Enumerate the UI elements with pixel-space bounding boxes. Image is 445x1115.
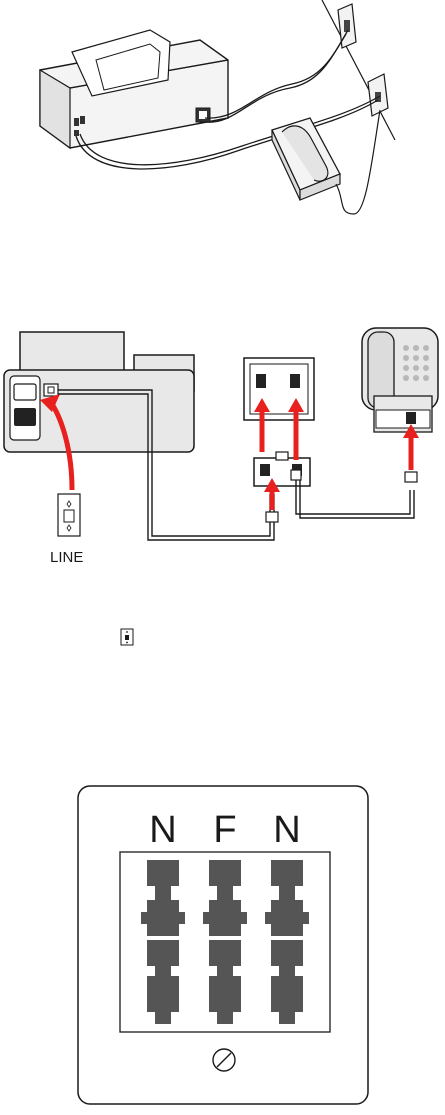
screw-icon <box>213 1049 235 1071</box>
tae-wall-socket-diagram: N F N <box>0 780 445 1115</box>
telephone-device <box>272 118 340 200</box>
wall-line-socket <box>58 494 80 536</box>
printer-device <box>40 30 228 148</box>
dual-wall-jack <box>244 358 314 420</box>
wall-socket-icon <box>120 628 134 646</box>
port-label-f: F <box>213 809 236 851</box>
telephone-device <box>362 328 438 432</box>
port-slot-n-right <box>265 860 309 1024</box>
line-splitter <box>254 452 310 486</box>
lower-wall-jack <box>368 74 388 116</box>
line-label: LINE <box>50 549 83 566</box>
printer-phone-setup-illustration <box>0 0 445 240</box>
port-label-n-right: N <box>273 809 300 851</box>
splitter-connection-diagram: LINE <box>0 300 445 575</box>
port-slot-f <box>203 860 247 1024</box>
port-label-n-left: N <box>149 809 176 851</box>
port-slot-n-left <box>141 860 185 1024</box>
printer-device <box>4 332 194 452</box>
